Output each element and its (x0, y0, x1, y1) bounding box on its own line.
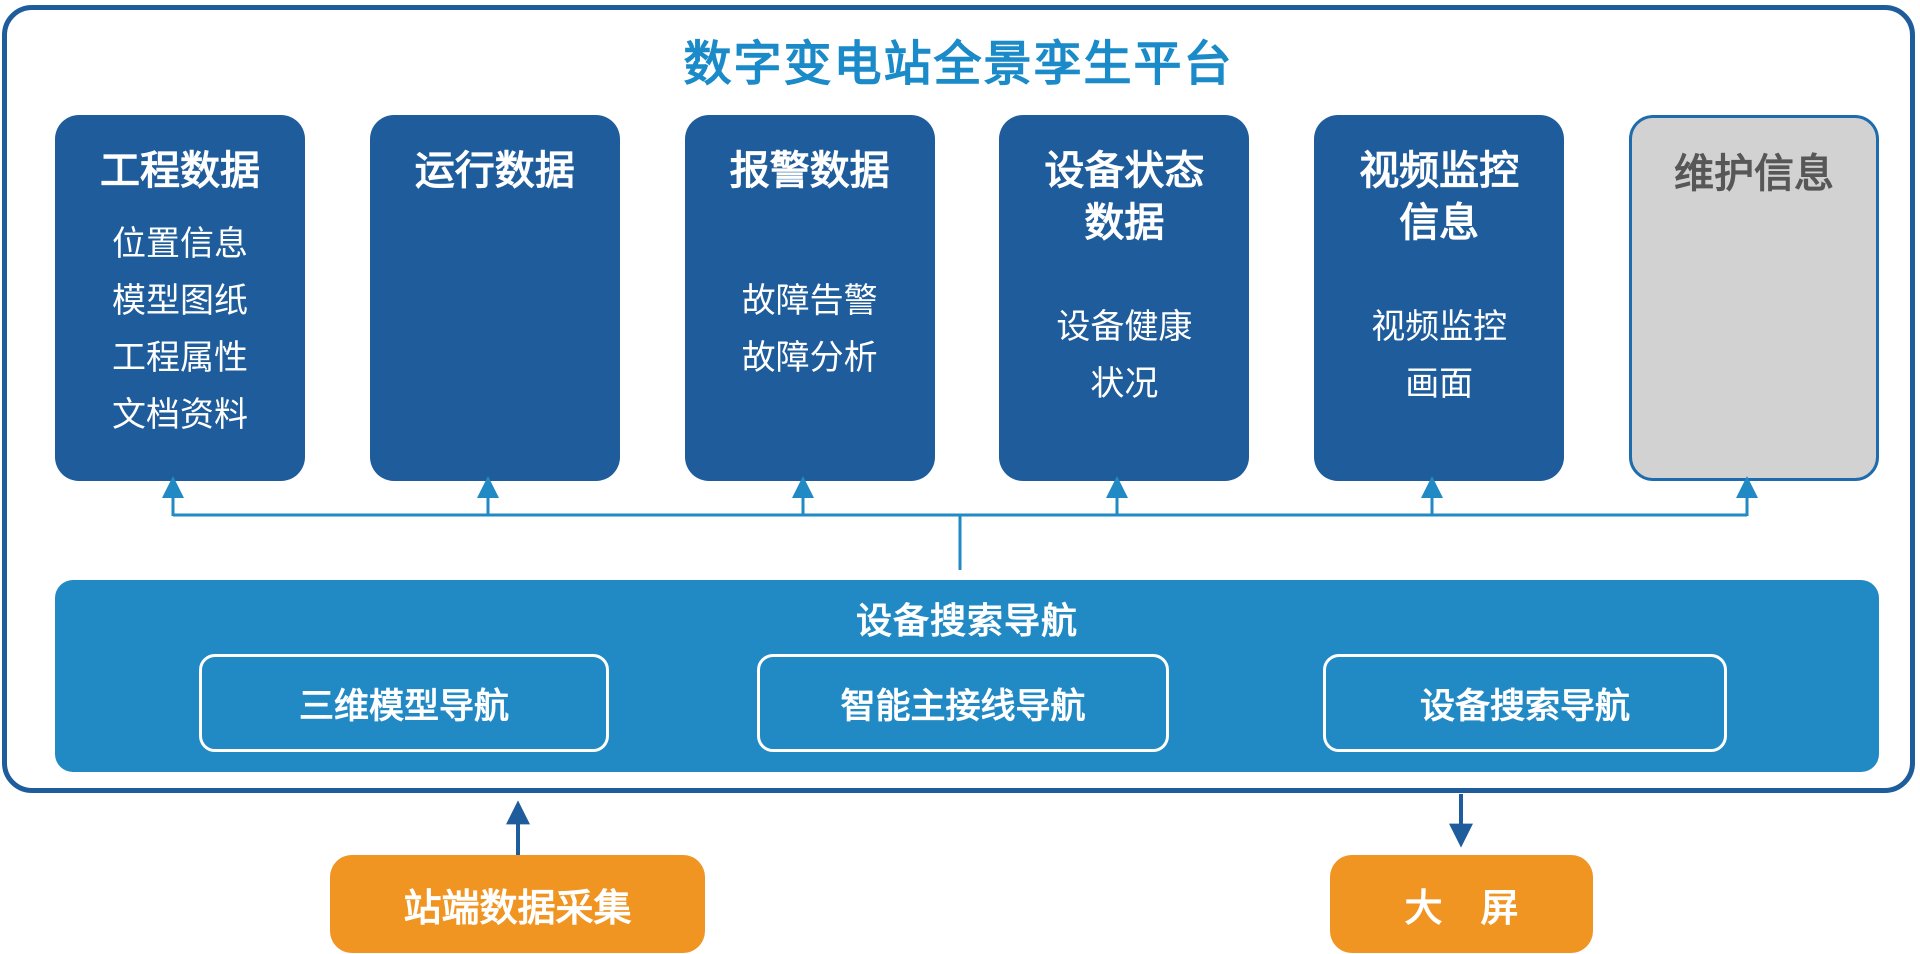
nav-button-smart-main-wiring[interactable]: 智能主接线导航 (757, 654, 1169, 752)
card-title: 工程数据 (100, 149, 260, 193)
nav-bar-title: 设备搜索导航 (855, 600, 1078, 641)
card-title: 视频监控 信息 (1359, 149, 1520, 245)
card-items: 设备健康 状况 (1056, 307, 1193, 403)
data-cards-row: 工程数据 位置信息 模型图纸 工程属性 文档资料 运行数据 报警数据 故障告警 … (55, 115, 1879, 481)
card-device-status-data: 设备状态 数据 设备健康 状况 (999, 115, 1250, 481)
station-data-collection-node: 站端数据采集 (330, 855, 705, 953)
card-title: 设备状态 数据 (1044, 149, 1205, 245)
card-operation-data: 运行数据 (369, 115, 620, 481)
card-items: 故障告警 故障分析 (741, 281, 878, 377)
device-search-navigation-bar: 设备搜索导航 三维模型导航 智能主接线导航 设备搜索导航 (55, 580, 1879, 772)
card-items: 位置信息 模型图纸 工程属性 文档资料 (112, 224, 248, 435)
card-title: 报警数据 (729, 149, 890, 193)
platform-container: 数字变电站全景孪生平台 工程数据 位置信息 模型图纸 工程属性 文档资料 运行数… (2, 5, 1915, 793)
card-maintenance-info: 维护信息 (1628, 115, 1879, 481)
card-alarm-data: 报警数据 故障告警 故障分析 (684, 115, 935, 481)
nav-button-3d-model[interactable]: 三维模型导航 (199, 654, 609, 752)
card-title: 运行数据 (414, 149, 575, 193)
platform-title: 数字变电站全景孪生平台 (683, 38, 1234, 91)
card-engineering-data: 工程数据 位置信息 模型图纸 工程属性 文档资料 (55, 115, 305, 481)
card-video-monitoring-info: 视频监控 信息 视频监控 画面 (1314, 115, 1565, 481)
card-items: 视频监控 画面 (1371, 307, 1508, 403)
nav-button-device-search[interactable]: 设备搜索导航 (1323, 654, 1727, 752)
card-title: 维护信息 (1673, 152, 1834, 196)
big-screen-node: 大 屏 (1330, 855, 1593, 953)
